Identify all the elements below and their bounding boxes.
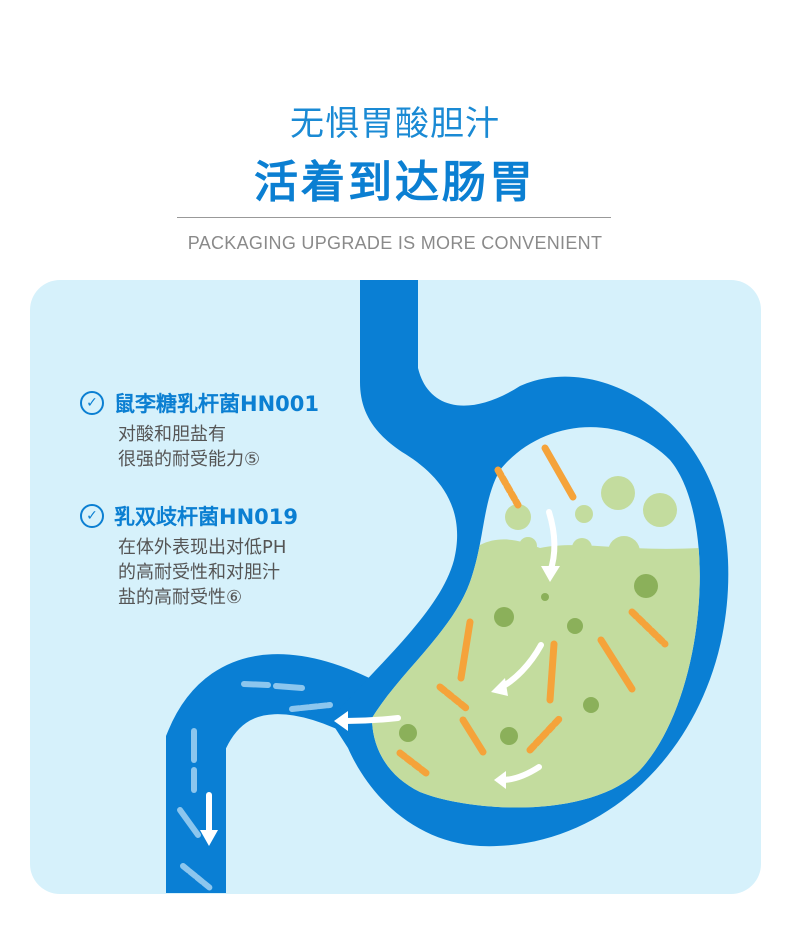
feature-title: 乳双歧杆菌HN019	[114, 505, 298, 529]
title-line-2: 活着到达肠胃	[254, 157, 536, 208]
subtitle: PACKAGING UPGRADE IS MORE CONVENIENT	[187, 233, 603, 253]
feature-hn001: ✓ 鼠李糖乳杆菌HN001 对酸和胆盐有 很强的耐受能力⑤	[80, 388, 319, 472]
arrow-heads	[200, 566, 560, 846]
intestine-bacteria	[177, 681, 333, 891]
feature-desc: 对酸和胆盐有 很强的耐受能力⑤	[118, 424, 261, 470]
bubbles	[505, 476, 677, 568]
green-bacteria	[399, 574, 658, 745]
feature-hn019: ✓ 乳双歧杆菌HN019 在体外表现出对低PH 的高耐受性和对胆汁 盐的高耐受性…	[80, 501, 298, 610]
feature-desc: 在体外表现出对低PH 的高耐受性和对胆汁 盐的高耐受性⑥	[118, 537, 287, 608]
check-circle-icon: ✓	[80, 504, 104, 528]
check-circle-icon: ✓	[80, 391, 104, 415]
orange-bacteria	[396, 444, 669, 777]
feature-title: 鼠李糖乳杆菌HN001	[114, 392, 319, 416]
title-line-1: 无惧胃酸胆汁	[290, 104, 500, 144]
divider	[177, 217, 611, 218]
